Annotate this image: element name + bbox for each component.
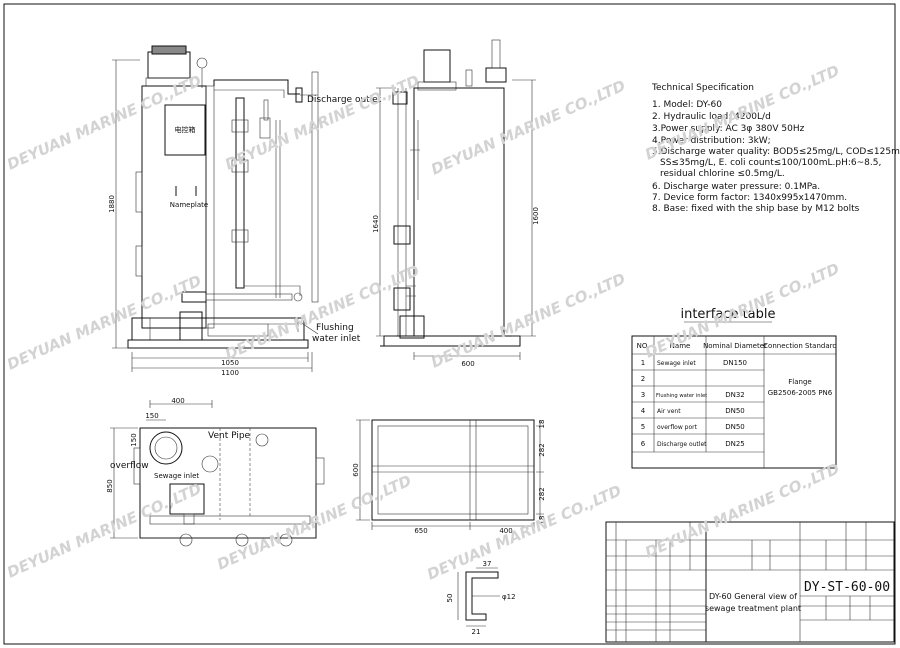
interface-table-title: interface table [680, 307, 775, 322]
sewage-inlet-flange [149, 431, 183, 465]
table-cell: DN50 [725, 407, 745, 415]
dim-18b: 18 [538, 516, 546, 525]
table-header: Connection Standard [763, 342, 837, 350]
watermark: DEYUAN MARINE CO.,LTD [428, 76, 628, 178]
side-tank-body [413, 87, 505, 337]
dim-1640: 1640 [372, 215, 380, 233]
interface-table: interface table NO. Name Nominal Diamete… [631, 307, 837, 469]
sewage-inlet-label: Sewage inlet [154, 472, 199, 480]
dim-150-top: 150 [145, 412, 158, 420]
dim-400-plan: 400 [171, 397, 184, 405]
dim-50: 50 [446, 594, 454, 603]
nameplate-panel [164, 104, 206, 156]
dim-282a: 282 [538, 443, 546, 456]
plan-view: 400 150 150 850 Vent Pipe overflow Sewag… [106, 397, 325, 547]
flushing-label-line2: water inlet [312, 334, 361, 344]
watermark: DEYUAN MARINE CO.,LTD [428, 269, 628, 371]
table-cell: 1 [641, 359, 645, 367]
watermark: DEYUAN MARINE CO.,LTD [4, 271, 204, 373]
connection-standard-line1: Flange [788, 378, 811, 386]
table-cell: DN25 [725, 440, 745, 448]
table-cell: overflow port [657, 424, 698, 431]
table-cell: Flushing water inlet [656, 393, 707, 399]
table-cell: Sewage inlet [657, 360, 696, 367]
title-description-line1: DY-60 General view of [709, 592, 797, 601]
watermark: DEYUAN MARINE CO.,LTD [642, 459, 842, 561]
dim-650: 650 [414, 527, 427, 535]
spec-line: 4.Power distribution: 3kW; [652, 136, 771, 146]
table-cell: Air vent [657, 408, 681, 415]
dim-1100: 1100 [221, 369, 239, 377]
title-block: DY-60 General view of sewage treatment p… [605, 521, 895, 643]
watermark: DEYUAN MARINE CO.,LTD [222, 261, 422, 363]
spec-line: SS≤35mg/L, E. coli count≤100/100mL.pH:6~… [660, 158, 881, 168]
base-frame-view: 650 400 600 18 282 282 18 [352, 419, 546, 535]
drawing-number: DY-ST-60-00 [804, 580, 890, 595]
table-cell: 5 [641, 423, 645, 431]
dim-18a: 18 [538, 420, 546, 429]
front-view: 电控箱 Nameplate 1880 1050 1100 [108, 45, 382, 377]
side-view: 1640 1600 600 [372, 39, 540, 368]
spec-line: 7. Device form factor: 1340x995x1470mm. [652, 193, 847, 203]
dim-1050: 1050 [221, 359, 239, 367]
overflow-label: overflow [110, 461, 149, 471]
table-cell: DN150 [723, 359, 747, 367]
spec-line: 1. Model: DY-60 [652, 100, 722, 110]
watermark: DEYUAN MARINE CO.,LTD [424, 481, 624, 583]
table-cell: DN50 [725, 423, 745, 431]
spec-line: 6. Discharge water pressure: 0.1MPa. [652, 182, 820, 192]
spec-heading: Technical Specification [651, 83, 754, 93]
dim-282b: 282 [538, 487, 546, 500]
table-cell: 2 [641, 375, 645, 383]
table-cell: Discharge outlet [657, 441, 707, 448]
drawing-border [3, 3, 896, 645]
watermark: DEYUAN MARINE CO.,LTD [222, 71, 422, 173]
dim-600-base: 600 [352, 463, 360, 476]
table-header: NO. [637, 342, 650, 350]
dim-21: 21 [472, 628, 481, 636]
connection-standard-line2: GB2506-2005 PN6 [768, 389, 833, 397]
discharge-outlet-label: Discharge outlet [307, 95, 382, 105]
table-cell: 4 [641, 407, 646, 415]
table-header: Name [670, 342, 691, 350]
nameplate-label: Nameplate [170, 201, 208, 209]
dim-600-side: 600 [461, 360, 474, 368]
title-description-line2: sewage treatment plant [705, 604, 801, 613]
table-cell: 6 [641, 440, 646, 448]
dim-850: 850 [106, 479, 114, 492]
watermark: DEYUAN MARINE CO.,LTD [4, 71, 204, 173]
dim-37: 37 [483, 560, 492, 568]
spec-line: 5.Discharge water quality: BOD5≤25mg/L, … [652, 147, 900, 157]
spec-line: 2. Hydraulic load: 4200L/d [652, 112, 771, 122]
svg-text:电控箱: 电控箱 [175, 125, 196, 134]
table-cell: 3 [641, 391, 645, 399]
table-cell: DN32 [725, 391, 745, 399]
table-header: Nominal Diameter [703, 342, 767, 350]
flushing-label-line1: Flushing [316, 323, 354, 333]
spec-line: 8. Base: fixed with the ship base by M12… [652, 204, 860, 214]
dim-1600: 1600 [532, 207, 540, 225]
vent-pipe-label: Vent Pipe [208, 431, 251, 441]
spec-line: 3.Power supply: AC 3φ 380V 50Hz [652, 124, 805, 134]
dim-150-left: 150 [130, 433, 138, 446]
technical-specification: Technical Specification 1. Model: DY-60 … [651, 83, 900, 214]
dim-1880: 1880 [108, 195, 116, 213]
channel-section-view: 37 50 21 φ12 [446, 560, 516, 636]
spec-line: residual chlorine ≤0.5mg/L. [660, 169, 785, 179]
watermark: DEYUAN MARINE CO.,LTD [4, 479, 204, 581]
dim-hole: φ12 [502, 593, 516, 601]
watermark: DEYUAN MARINE CO.,LTD [214, 471, 414, 573]
dim-400-base: 400 [499, 527, 512, 535]
